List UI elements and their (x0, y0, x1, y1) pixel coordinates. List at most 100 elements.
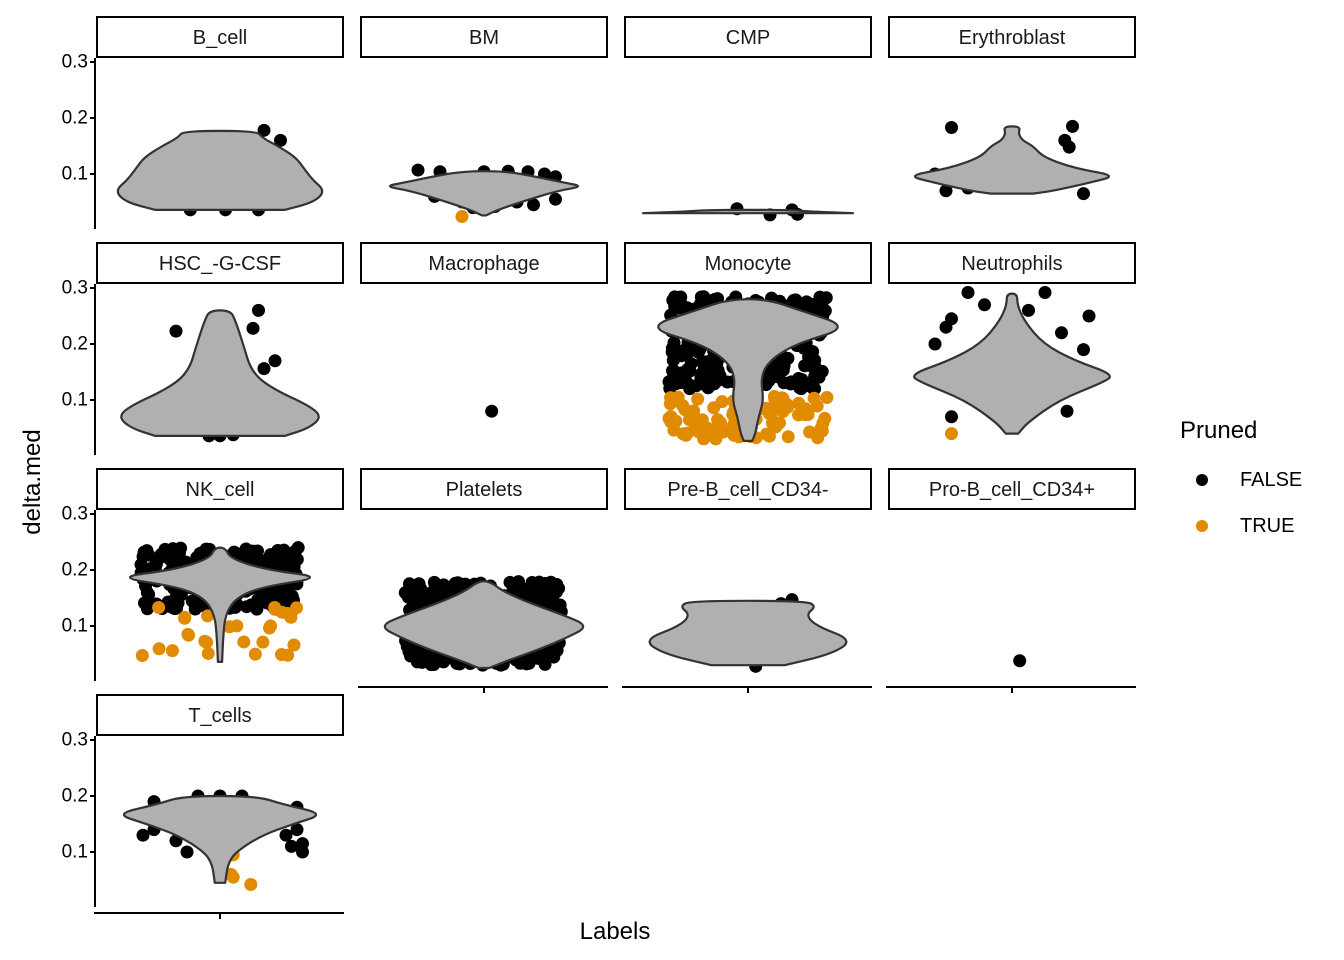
data-point (691, 392, 705, 406)
y-tick-label: 0.3 (62, 52, 88, 73)
data-point (200, 635, 214, 649)
facet-strip (96, 16, 344, 58)
data-point (280, 606, 294, 620)
facet-strip-label: Erythroblast (959, 27, 1066, 49)
data-point (134, 558, 148, 572)
data-point (1022, 303, 1035, 317)
data-point (767, 420, 781, 434)
data-point (260, 590, 274, 604)
facet-strip (888, 242, 1136, 284)
y-tick-label: 0.3 (62, 504, 88, 525)
data-point (201, 646, 215, 660)
data-point (820, 391, 834, 405)
data-point (156, 548, 170, 562)
data-point (230, 619, 244, 633)
y-tick-label: 0.3 (62, 278, 88, 299)
legend-label-false: FALSE (1240, 469, 1302, 491)
data-point (279, 828, 293, 842)
legend-key-true (1196, 520, 1208, 532)
violin-shape (123, 794, 317, 884)
violin-shape (641, 208, 855, 215)
data-point (688, 421, 702, 435)
data-point (268, 354, 282, 368)
data-point (412, 577, 426, 591)
data-point (136, 828, 150, 842)
data-point (684, 357, 698, 371)
data-point (694, 290, 708, 304)
facet-strip-label: HSC_-G-CSF (159, 253, 281, 275)
data-point (707, 401, 721, 415)
data-point (668, 365, 682, 379)
y-tick-label: 0.1 (62, 164, 88, 185)
data-point (811, 431, 825, 445)
data-point (673, 294, 687, 308)
data-point (792, 396, 806, 410)
facet-panel: Platelets (358, 468, 608, 693)
data-point (259, 553, 273, 567)
facet-panel: CMP (624, 16, 872, 222)
data-point (248, 647, 262, 661)
data-point (257, 123, 271, 137)
data-point (770, 400, 784, 414)
data-point (455, 210, 469, 224)
data-point (671, 390, 685, 404)
violin-shape (128, 546, 312, 663)
facet-panel: Pre-B_cell_CD34- (622, 468, 872, 693)
data-point (540, 579, 554, 593)
facet-panel: Pro-B_cell_CD34+ (886, 468, 1136, 693)
data-point (792, 380, 806, 394)
data-point (666, 353, 680, 367)
facet-strip-label: Pro-B_cell_CD34+ (929, 479, 1095, 501)
data-point (1062, 140, 1076, 154)
data-point (777, 376, 791, 390)
data-point (945, 410, 958, 424)
data-point (178, 611, 192, 625)
data-point (945, 121, 958, 135)
data-point (697, 432, 711, 446)
facet-strip-label: T_cells (188, 705, 251, 727)
facet-strip (96, 242, 344, 284)
data-point (296, 845, 309, 859)
facet-strip (360, 16, 608, 58)
facet-strip (96, 694, 344, 736)
facet-strip-label: NK_cell (186, 479, 255, 501)
data-point (780, 398, 794, 412)
data-point (508, 582, 522, 596)
data-point (152, 601, 166, 615)
data-point (280, 560, 294, 574)
data-point (1077, 343, 1090, 357)
data-point (667, 423, 681, 437)
data-point (485, 404, 499, 418)
data-point (287, 638, 301, 652)
violin-shape (389, 170, 579, 217)
data-point (274, 133, 287, 147)
y-tick-label: 0.3 (62, 730, 88, 751)
data-point (939, 184, 953, 198)
data-point (246, 321, 260, 335)
data-point (812, 299, 826, 313)
data-point (244, 877, 258, 891)
y-tick-label: 0.2 (62, 108, 88, 129)
data-point (549, 192, 562, 206)
data-point (781, 430, 795, 444)
data-point (714, 416, 728, 430)
data-point (169, 324, 183, 338)
data-point (257, 362, 271, 376)
data-point (767, 390, 781, 404)
data-point (1013, 654, 1027, 668)
facet-panel: Monocyte (624, 242, 872, 446)
data-point (201, 609, 215, 623)
data-point (528, 585, 542, 599)
data-point (135, 649, 149, 663)
facet-strip (888, 16, 1136, 58)
data-point (402, 577, 416, 591)
data-point (256, 635, 270, 649)
violin-shape (913, 125, 1111, 195)
legend: Pruned FALSE TRUE (1180, 417, 1302, 537)
data-point (1055, 326, 1068, 340)
violin-shape (913, 292, 1111, 435)
data-point (542, 590, 556, 604)
data-point (978, 298, 991, 312)
